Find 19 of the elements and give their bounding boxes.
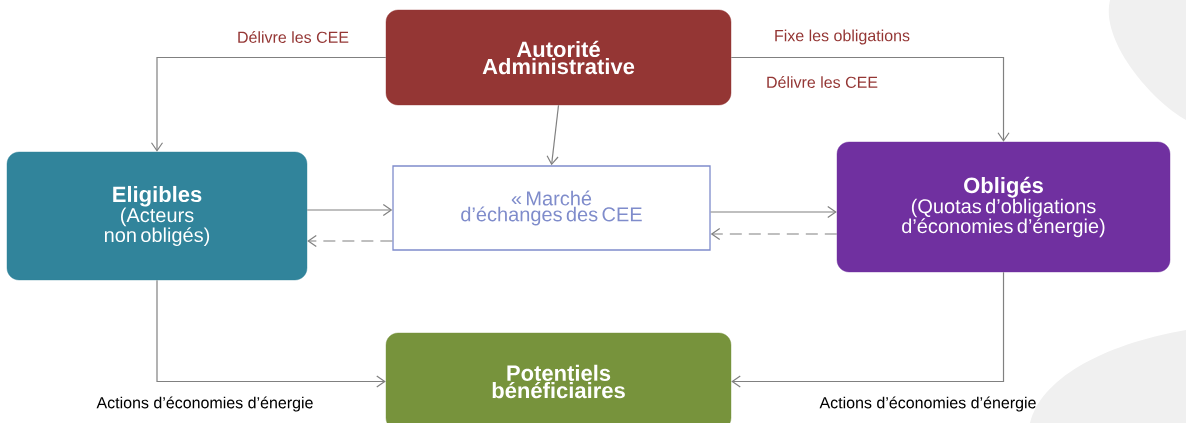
arrow xyxy=(156,279,386,388)
edge-label: Délivre les CEE xyxy=(238,31,349,43)
edge-label: Actions d’économies d’énergie xyxy=(819,396,1036,412)
edge-label: Actions d’économies d’énergie xyxy=(96,396,313,412)
arrow xyxy=(150,56,387,152)
arrow xyxy=(307,234,393,248)
arrow xyxy=(731,271,1005,388)
arrow xyxy=(710,205,837,219)
actor-box: Obligés (Quotas d’obligations d’économies d’énergie) xyxy=(836,141,1171,273)
arrow xyxy=(730,56,1010,142)
arrow xyxy=(546,104,560,166)
edge-label: Fixe les obligations xyxy=(775,29,910,45)
annotation-text: Délivre les CEE xyxy=(767,76,878,88)
authority-box: Autorité Administrative xyxy=(385,9,732,106)
market-box: « Marché d’échanges des CEE xyxy=(392,165,711,251)
arrow xyxy=(710,227,838,241)
beneficiary-box: Potentiels bénéficiaires xyxy=(385,332,732,423)
actor-box: Eligibles (Acteurs non obligés) xyxy=(6,151,308,281)
arrow xyxy=(306,203,393,217)
